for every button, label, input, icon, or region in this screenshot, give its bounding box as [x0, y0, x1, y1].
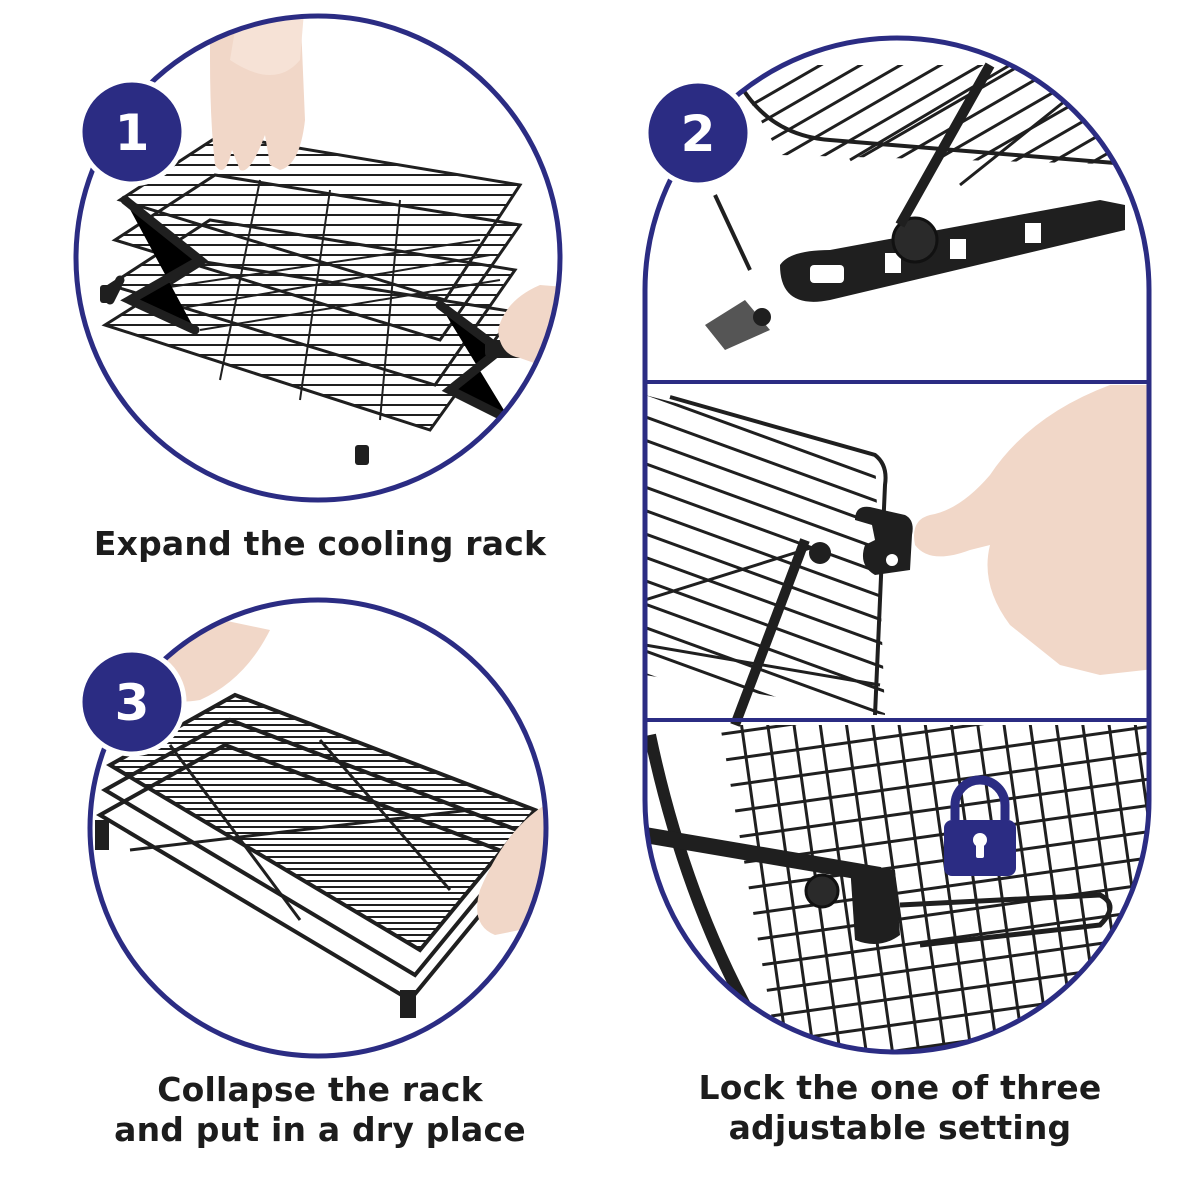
step-2-caption-line-2: adjustable setting — [728, 1108, 1072, 1147]
step-3-panel: 3 — [0, 590, 600, 1070]
step-3-badge: 3 — [77, 647, 187, 757]
lock-hook-photo — [645, 385, 1149, 727]
step-2-number: 2 — [681, 105, 716, 163]
step-1-caption: Expand the cooling rack — [60, 524, 580, 564]
step-3-number: 3 — [115, 674, 150, 732]
step-1-badge: 1 — [77, 77, 187, 187]
step-2-caption: Lock the one of three adjustable setting — [620, 1068, 1180, 1148]
adjustable-bracket-photo — [705, 62, 1141, 350]
step-3-caption: Collapse the rack and put in a dry place — [60, 1070, 580, 1150]
padlock-icon — [944, 775, 1016, 876]
collapsed-rack-photo — [90, 600, 546, 1056]
step-1-panel: 1 — [0, 0, 600, 520]
step-3-caption-line-1: Collapse the rack — [157, 1070, 483, 1109]
step-1-number: 1 — [115, 104, 150, 162]
step-1-circle-border — [73, 13, 563, 503]
step-2-caption-line-1: Lock the one of three — [698, 1068, 1102, 1107]
step-2-capsule-border — [642, 35, 1152, 1055]
step-2-badge: 2 — [643, 78, 753, 188]
step-3-caption-line-2: and put in a dry place — [114, 1110, 526, 1149]
step-2-panel: 2 — [630, 25, 1190, 1065]
step-1-caption-line-1: Expand the cooling rack — [93, 524, 547, 563]
expanded-rack-photo — [76, 16, 560, 500]
step-3-circle-border — [87, 597, 549, 1059]
